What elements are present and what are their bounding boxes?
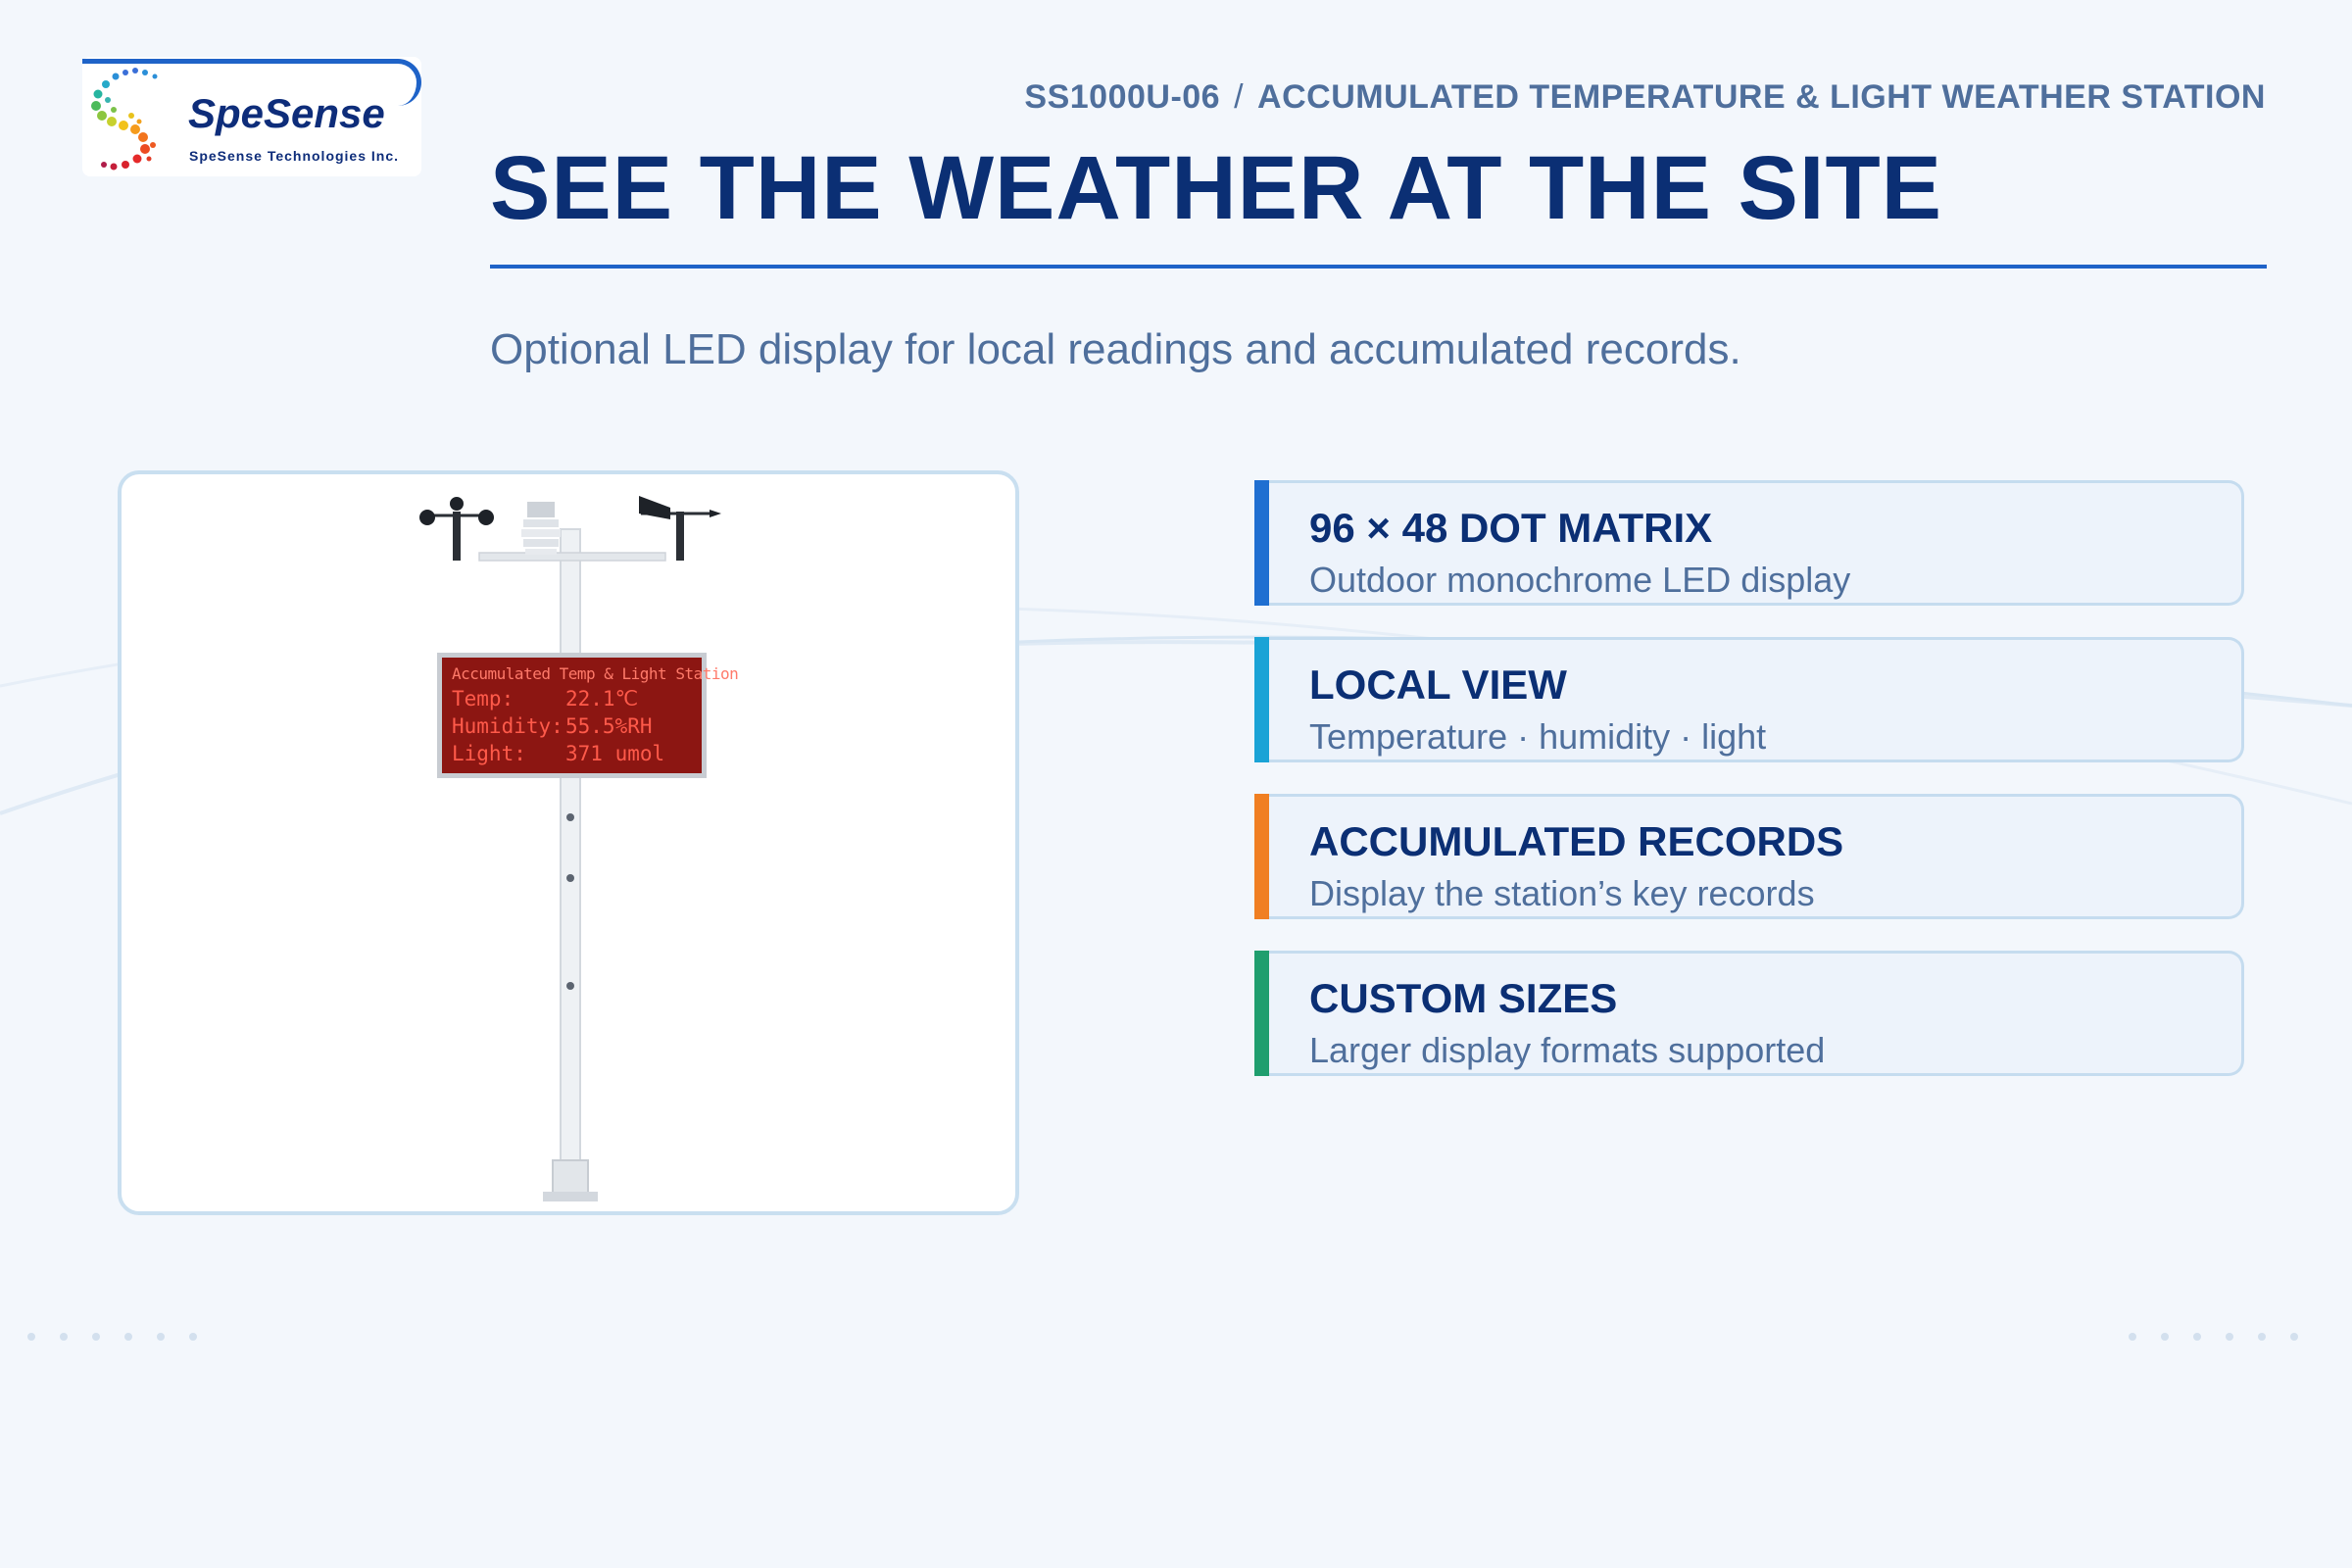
logo-swirl-icon: [91, 68, 158, 171]
breadcrumb-separator: /: [1234, 78, 1245, 116]
led-row-value: 22.1℃: [565, 687, 639, 710]
radiation-shield-icon: [521, 502, 561, 555]
led-row: Temp: 22.1℃: [452, 685, 692, 712]
led-row-label: Light:: [452, 742, 526, 765]
breadcrumb-model: SS1000U-06: [1024, 78, 1221, 116]
page-subtitle: Optional LED display for local readings …: [490, 325, 1741, 373]
feature-card-dot-matrix: 96 × 48 DOT MATRIX Outdoor monochrome LE…: [1254, 480, 2244, 606]
feature-description: Larger display formats supported: [1309, 1030, 1826, 1070]
led-row: Humidity: 55.5%RH: [452, 712, 692, 740]
anemometer-icon: [419, 497, 494, 561]
feature-accent-bar: [1254, 951, 1269, 1076]
feature-title: CUSTOM SIZES: [1309, 975, 1618, 1021]
page-title: SEE THE WEATHER AT THE SITE: [490, 138, 1943, 238]
breadcrumb: SS1000U-06 / ACCUMULATED TEMPERATURE & LIG…: [1024, 78, 2266, 117]
feature-accent-bar: [1254, 480, 1269, 606]
feature-accent-bar: [1254, 637, 1269, 762]
wind-vane-icon: [639, 496, 721, 561]
feature-card-accumulated-records: ACCUMULATED RECORDS Display the station’…: [1254, 794, 2244, 919]
feature-card-custom-sizes: CUSTOM SIZES Larger display formats supp…: [1254, 951, 2244, 1076]
feature-description: Outdoor monochrome LED display: [1309, 560, 1851, 600]
led-row-value: 371 umol: [565, 742, 665, 765]
feature-title: LOCAL VIEW: [1309, 662, 1567, 708]
led-row-label: Temp:: [452, 687, 514, 710]
breadcrumb-product: ACCUMULATED TEMPERATURE & LIGHT WEATHER …: [1257, 78, 2266, 116]
logo-subtitle: SpeSense Technologies Inc.: [189, 148, 400, 164]
logo-name: SpeSense: [188, 90, 385, 136]
title-divider: [490, 265, 2267, 269]
led-row-value: 55.5%RH: [565, 714, 653, 738]
feature-list: 96 × 48 DOT MATRIX Outdoor monochrome LE…: [1254, 480, 2244, 1107]
decorative-dots-right: [2129, 1333, 2298, 1341]
led-row: Light: 371 umol: [452, 740, 692, 767]
feature-title: ACCUMULATED RECORDS: [1309, 818, 1844, 864]
logo-accent-bar: [82, 59, 421, 106]
feature-description: Temperature · humidity · light: [1309, 716, 1767, 757]
product-image-card: Accumulated Temp & Light Station Temp: 2…: [118, 470, 1019, 1215]
decorative-dots-left: [27, 1333, 197, 1341]
led-row-label: Humidity:: [452, 714, 564, 738]
feature-accent-bar: [1254, 794, 1269, 919]
led-title: Accumulated Temp & Light Station: [452, 664, 739, 683]
weather-station-illustration: [419, 496, 721, 1201]
feature-description: Display the station’s key records: [1309, 873, 1815, 913]
feature-title: 96 × 48 DOT MATRIX: [1309, 505, 1713, 551]
feature-card-local-view: LOCAL VIEW Temperature · humidity · ligh…: [1254, 637, 2244, 762]
led-display-panel: Accumulated Temp & Light Station Temp: 2…: [437, 653, 739, 778]
